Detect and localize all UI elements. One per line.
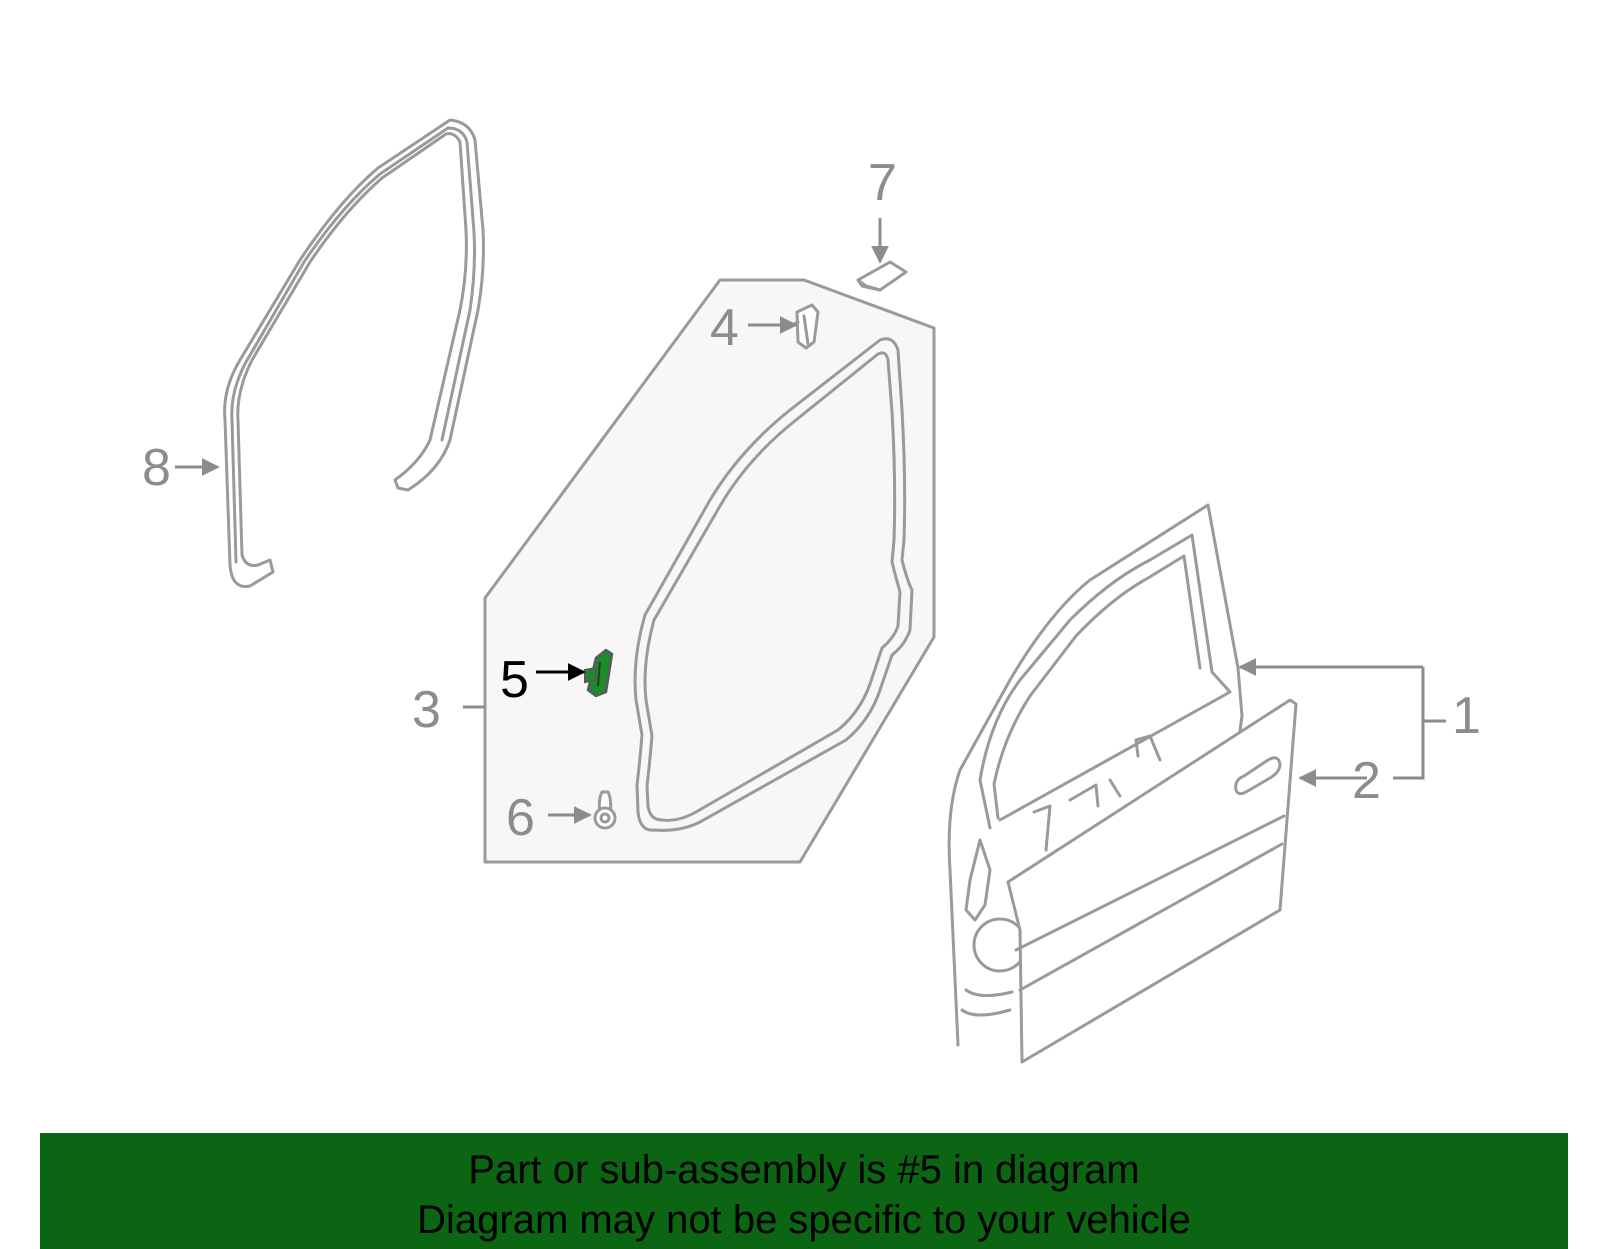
door-assembly-part-1[interactable] [947, 503, 1244, 1047]
banner-line-1: Part or sub-assembly is #5 in diagram [468, 1148, 1140, 1192]
callout-6: 6 [506, 789, 535, 847]
banner-line-2: Diagram may not be specific to your vehi… [417, 1198, 1191, 1242]
push-pin-part-6[interactable] [593, 790, 617, 830]
callout-8: 8 [142, 439, 171, 497]
clip-part-4[interactable] [788, 303, 820, 350]
clip-part-5[interactable] [584, 648, 614, 698]
callout-2: 2 [1352, 752, 1381, 810]
callout-1: 1 [1452, 687, 1481, 745]
door-outer-panel-part-2[interactable] [1006, 698, 1298, 1064]
callout-7: 7 [868, 154, 897, 212]
weatherstrip-part-8[interactable] [223, 118, 485, 589]
clip-part-7[interactable] [856, 260, 908, 292]
info-banner: Part or sub-assembly is #5 in diagram Di… [40, 1133, 1568, 1249]
callout-5-highlighted: 5 [500, 651, 529, 709]
weatherstrip-kit-panel-part-3[interactable] [483, 278, 936, 864]
callout-4: 4 [710, 299, 739, 357]
callout-leaders [175, 218, 1446, 824]
callout-3: 3 [412, 681, 441, 739]
